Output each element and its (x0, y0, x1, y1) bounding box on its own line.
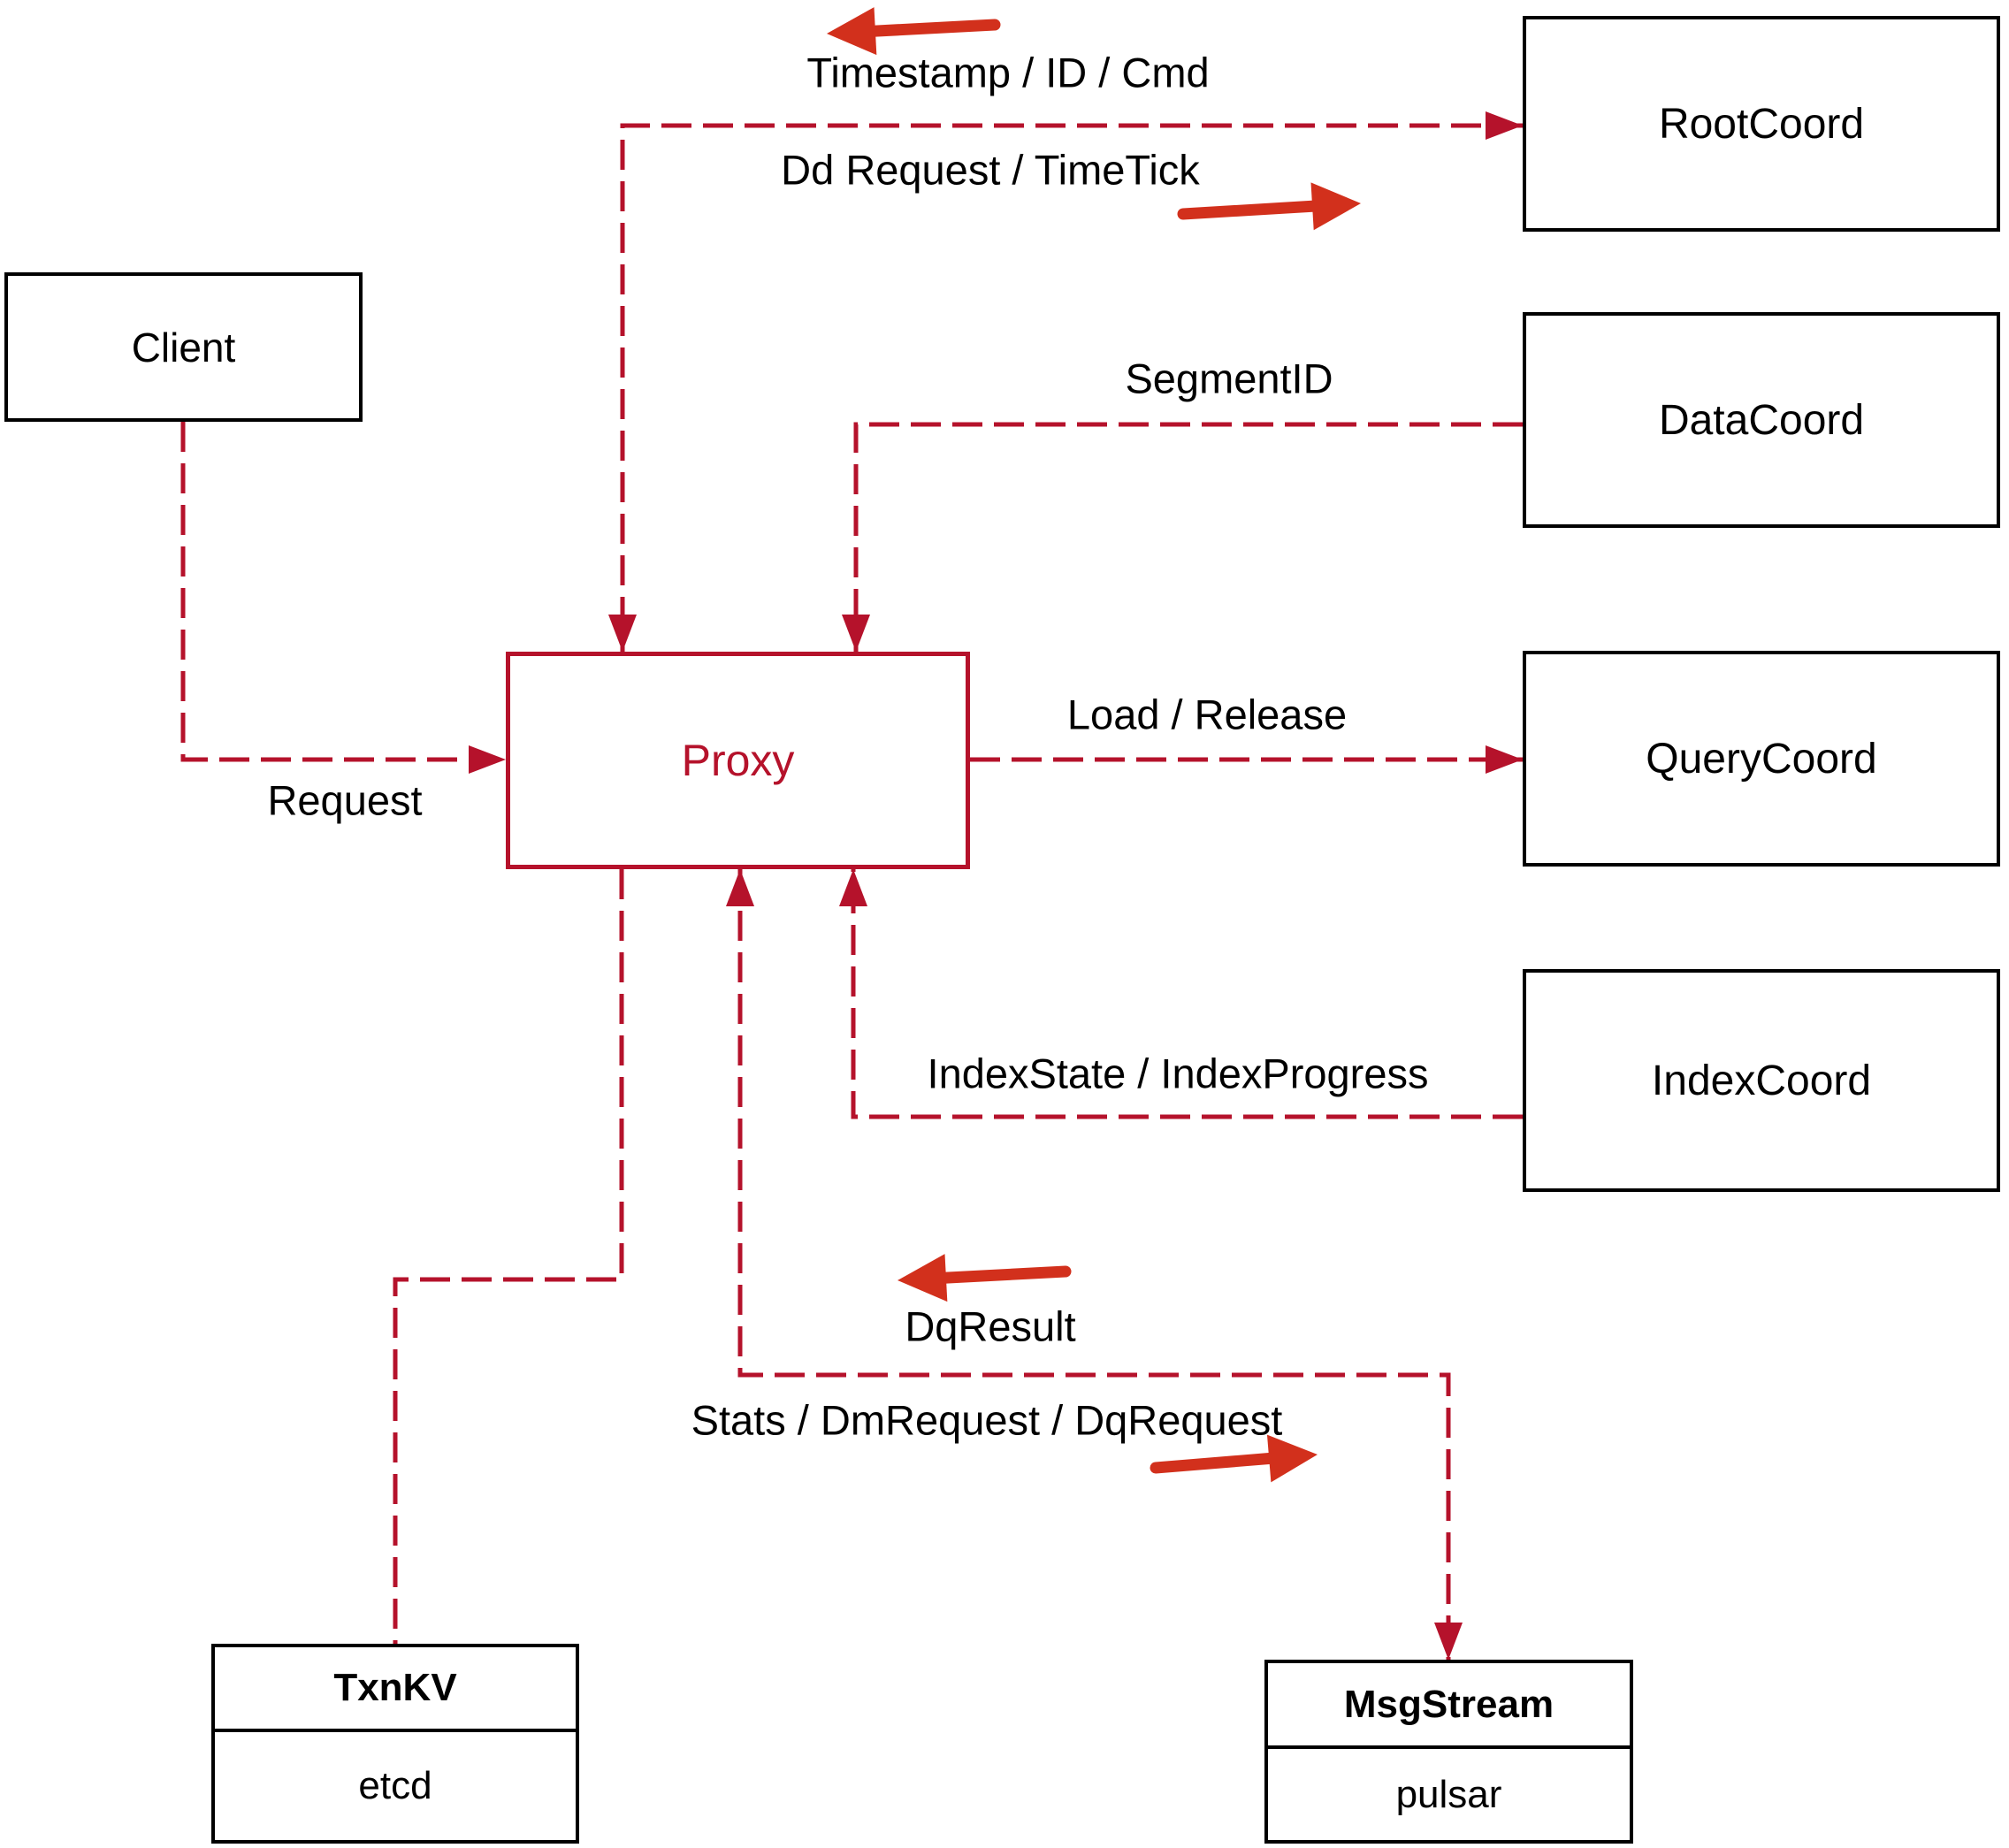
label-segment-id: SegmentID (1125, 355, 1333, 402)
arrowhead-indexcoord-proxy-end (839, 869, 867, 906)
edge-indexcoord-proxy (851, 869, 1523, 1119)
node-datacoord-label: DataCoord (1658, 396, 1865, 444)
node-indexcoord: IndexCoord (1523, 969, 2000, 1192)
node-datacoord: DataCoord (1523, 312, 2000, 528)
timestamp-back-arrow (827, 7, 1001, 56)
node-querycoord: QueryCoord (1523, 651, 2000, 867)
node-querycoord-label: QueryCoord (1646, 735, 1877, 783)
node-client-label: Client (131, 324, 236, 370)
node-msgstream-title: MsgStream (1268, 1663, 1630, 1749)
node-proxy-label: Proxy (681, 736, 795, 785)
node-msgstream: MsgStream pulsar (1264, 1660, 1633, 1844)
dqresult-back-arrow (898, 1254, 1072, 1302)
arrowhead-proxy-msgstream-end (1434, 1623, 1463, 1660)
edge-rootcoord-proxy (620, 123, 1523, 652)
edge-proxy-msgstream (737, 869, 1451, 1660)
arrowhead-datacoord-proxy-end (842, 615, 870, 652)
label-load-release: Load / Release (1066, 691, 1348, 738)
node-rootcoord: RootCoord (1523, 16, 2000, 232)
node-indexcoord-label: IndexCoord (1651, 1057, 1872, 1104)
edge-proxy-txnkv (393, 869, 624, 1644)
node-msgstream-sublabel: pulsar (1395, 1772, 1502, 1816)
stats-fwd-arrow (1150, 1434, 1318, 1483)
edge-client-proxy (180, 422, 506, 762)
ddrequest-fwd-arrow (1177, 182, 1361, 231)
node-client: Client (4, 272, 363, 422)
arrowhead-proxy-querycoord-end (1486, 745, 1523, 774)
node-proxy: Proxy (506, 652, 970, 869)
node-rootcoord-label: RootCoord (1658, 100, 1865, 148)
label-dqresult: DqResult (905, 1302, 1076, 1350)
label-request: Request (267, 776, 423, 824)
arrowhead-rootcoord-proxy-end (608, 615, 637, 652)
arrowhead-client-proxy-end (469, 745, 506, 774)
edge-datacoord-proxy (853, 422, 1523, 652)
node-txnkv: TxnKV etcd (211, 1644, 579, 1844)
label-indexstate-progress: IndexState / IndexProgress (927, 1050, 1429, 1097)
label-timestamp-id-cmd: Timestamp / ID / Cmd (806, 49, 1210, 96)
arrowhead-rootcoord-proxy-start (1486, 111, 1523, 140)
label-stats-dm-dq: Stats / DmRequest / DqRequest (691, 1396, 1283, 1444)
node-txnkv-sublabel: etcd (358, 1764, 432, 1807)
label-dd-request-timetick: Dd Request / TimeTick (781, 146, 1200, 194)
node-txnkv-title: TxnKV (215, 1647, 576, 1732)
arrowhead-proxy-msgstream-start (726, 869, 754, 906)
